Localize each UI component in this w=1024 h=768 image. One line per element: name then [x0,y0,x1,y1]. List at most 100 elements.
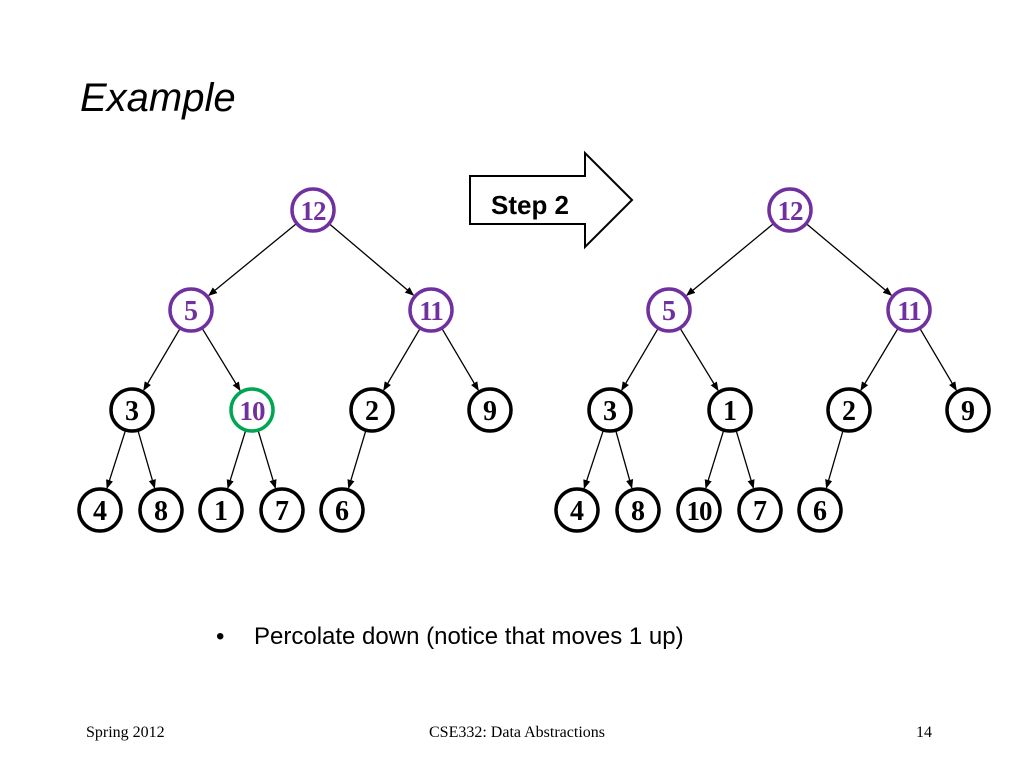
heap-node-circle [945,387,991,433]
tree-edge [201,328,241,392]
tree-edge [704,430,725,489]
heap-node-value: 8 [154,496,168,527]
heap-node-value: 4 [570,496,584,527]
heap-node: 10 [676,487,722,533]
heap-node-circle [408,287,454,333]
heap-node-value: 4 [93,496,107,527]
tree-edge [137,430,156,489]
heap-node-circle [797,487,843,533]
heap-node-value: 7 [753,496,767,527]
heap-node-value: 6 [813,496,827,527]
tree-edge [143,328,181,391]
heap-node: 2 [826,387,872,433]
heap-node-circle [646,287,692,333]
heap-node-circle [767,187,813,233]
tree-edge [860,328,899,392]
tree-edge [919,328,957,391]
heap-node: 8 [615,487,661,533]
heap-node: 6 [797,487,843,533]
heap-node: 3 [587,387,633,433]
footer-page-number: 14 [916,724,932,741]
heap-node: 7 [259,487,305,533]
heap-node: 12 [767,187,813,233]
tree-edge [106,430,126,489]
tree-edge [686,223,774,296]
heap-node-value: 7 [275,496,289,527]
heap-node-value: 9 [961,396,975,427]
heap-node: 6 [319,487,365,533]
bullet-text: Percolate down (notice that moves 1 up) [254,623,684,650]
heap-node: 5 [168,287,214,333]
heap-node-circle [198,487,244,533]
heap-node-value: 6 [335,496,349,527]
heap-node-circle [886,287,932,333]
tree-edge [615,431,634,489]
tree-edge [257,430,277,489]
heap-node: 7 [737,487,783,533]
footer-course: CSE332: Data Abstractions [429,724,605,741]
heap-node-value: 10 [687,496,713,526]
heap-node-value: 12 [778,196,804,226]
step-arrow: Step 2 [469,150,634,250]
heap-node-value: 5 [662,296,676,327]
heap-node-circle [109,387,155,433]
heap-node-circle [229,387,275,433]
heap-node-value: 1 [723,396,737,427]
tree-edge [347,430,367,489]
heap-node: 8 [138,487,184,533]
heap-node-value: 3 [603,396,617,427]
tree-edge [226,430,247,489]
heap-node-value: 1 [214,496,228,527]
heap-node-circle [707,387,753,433]
bullet-marker: • [216,623,225,650]
heap-node-circle [319,487,365,533]
heap-node: 1 [198,487,244,533]
heap-node: 9 [945,387,991,433]
heap-node-circle [349,387,395,433]
heap-node: 4 [77,487,123,533]
tree-edge [825,430,844,489]
heap-node-value: 8 [631,496,645,527]
slide-title: Example [80,76,236,120]
tree-edge [583,430,604,490]
tree-edge [208,223,297,296]
heap-node-circle [138,487,184,533]
heap-node-value: 11 [419,296,443,326]
heap-node: 10 [229,387,275,433]
heap-node: 4 [554,487,600,533]
heap-node-value: 5 [184,296,198,327]
heap-node: 2 [349,387,395,433]
heap-node-circle [77,487,123,533]
heap-node-circle [615,487,661,533]
heap-node-circle [676,487,722,533]
heap-node-value: 10 [240,396,266,426]
tree-edge [621,328,659,391]
heap-node-value: 11 [897,296,921,326]
heap-node-circle [587,387,633,433]
heap-node-circle [554,487,600,533]
heap-node: 3 [109,387,155,433]
step-arrow-label: Step 2 [491,190,569,220]
bullet-item: • Percolate down (notice that moves 1 up) [216,622,684,652]
heap-node-value: 3 [125,396,139,427]
heap-node-circle [826,387,872,433]
tree-edge [383,328,421,391]
heap-node-circle [737,487,783,533]
heap-node: 1 [707,387,753,433]
tree-edge [441,328,479,391]
heap-node-value: 12 [301,196,327,226]
tree-edge [735,430,755,489]
heap-node-circle [259,487,305,533]
heap-node: 5 [646,287,692,333]
heap-node-value: 2 [842,396,856,427]
heap-node-value: 2 [365,396,379,427]
step-arrow-shape [469,150,634,250]
heap-node-circle [168,287,214,333]
footer-date: Spring 2012 [86,724,165,741]
heap-node-circle [290,187,336,233]
tree-edge [329,223,415,296]
